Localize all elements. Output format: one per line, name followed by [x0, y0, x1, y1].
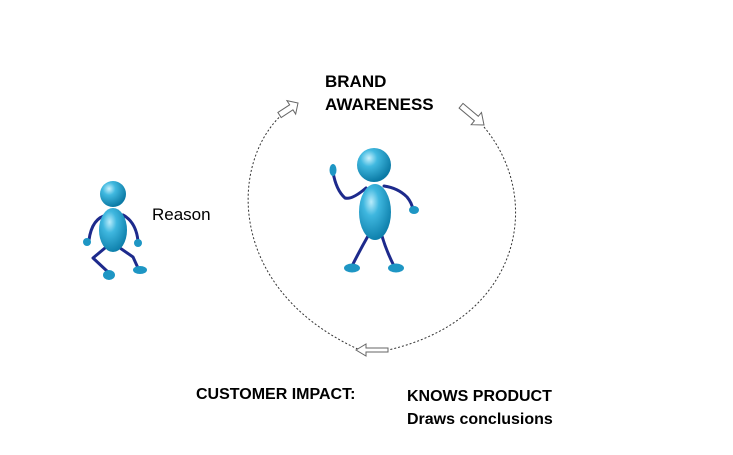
outcome-draws-conclusions: Draws conclusions — [407, 411, 553, 428]
cycle-path — [247, 102, 361, 351]
cycle-arrow-icon — [277, 99, 299, 119]
title-line-brand: BRAND — [325, 72, 387, 91]
cycle-path — [387, 126, 516, 351]
cycle-arrow-icon — [458, 102, 485, 126]
pointing-figure-icon — [329, 148, 419, 273]
diagram-title: BRAND AWARENESS — [325, 70, 434, 116]
title-line-awareness: AWARENESS — [325, 95, 434, 114]
cycle-arrow-icon — [355, 343, 389, 357]
customer-impact-label: CUSTOMER IMPACT: — [196, 386, 356, 403]
outcome-knows-product: KNOWS PRODUCT — [407, 388, 552, 405]
impact-outcome: KNOWS PRODUCT Draws conclusions — [407, 385, 553, 431]
reason-label: Reason — [152, 205, 211, 224]
crouching-figure-icon — [83, 181, 147, 280]
